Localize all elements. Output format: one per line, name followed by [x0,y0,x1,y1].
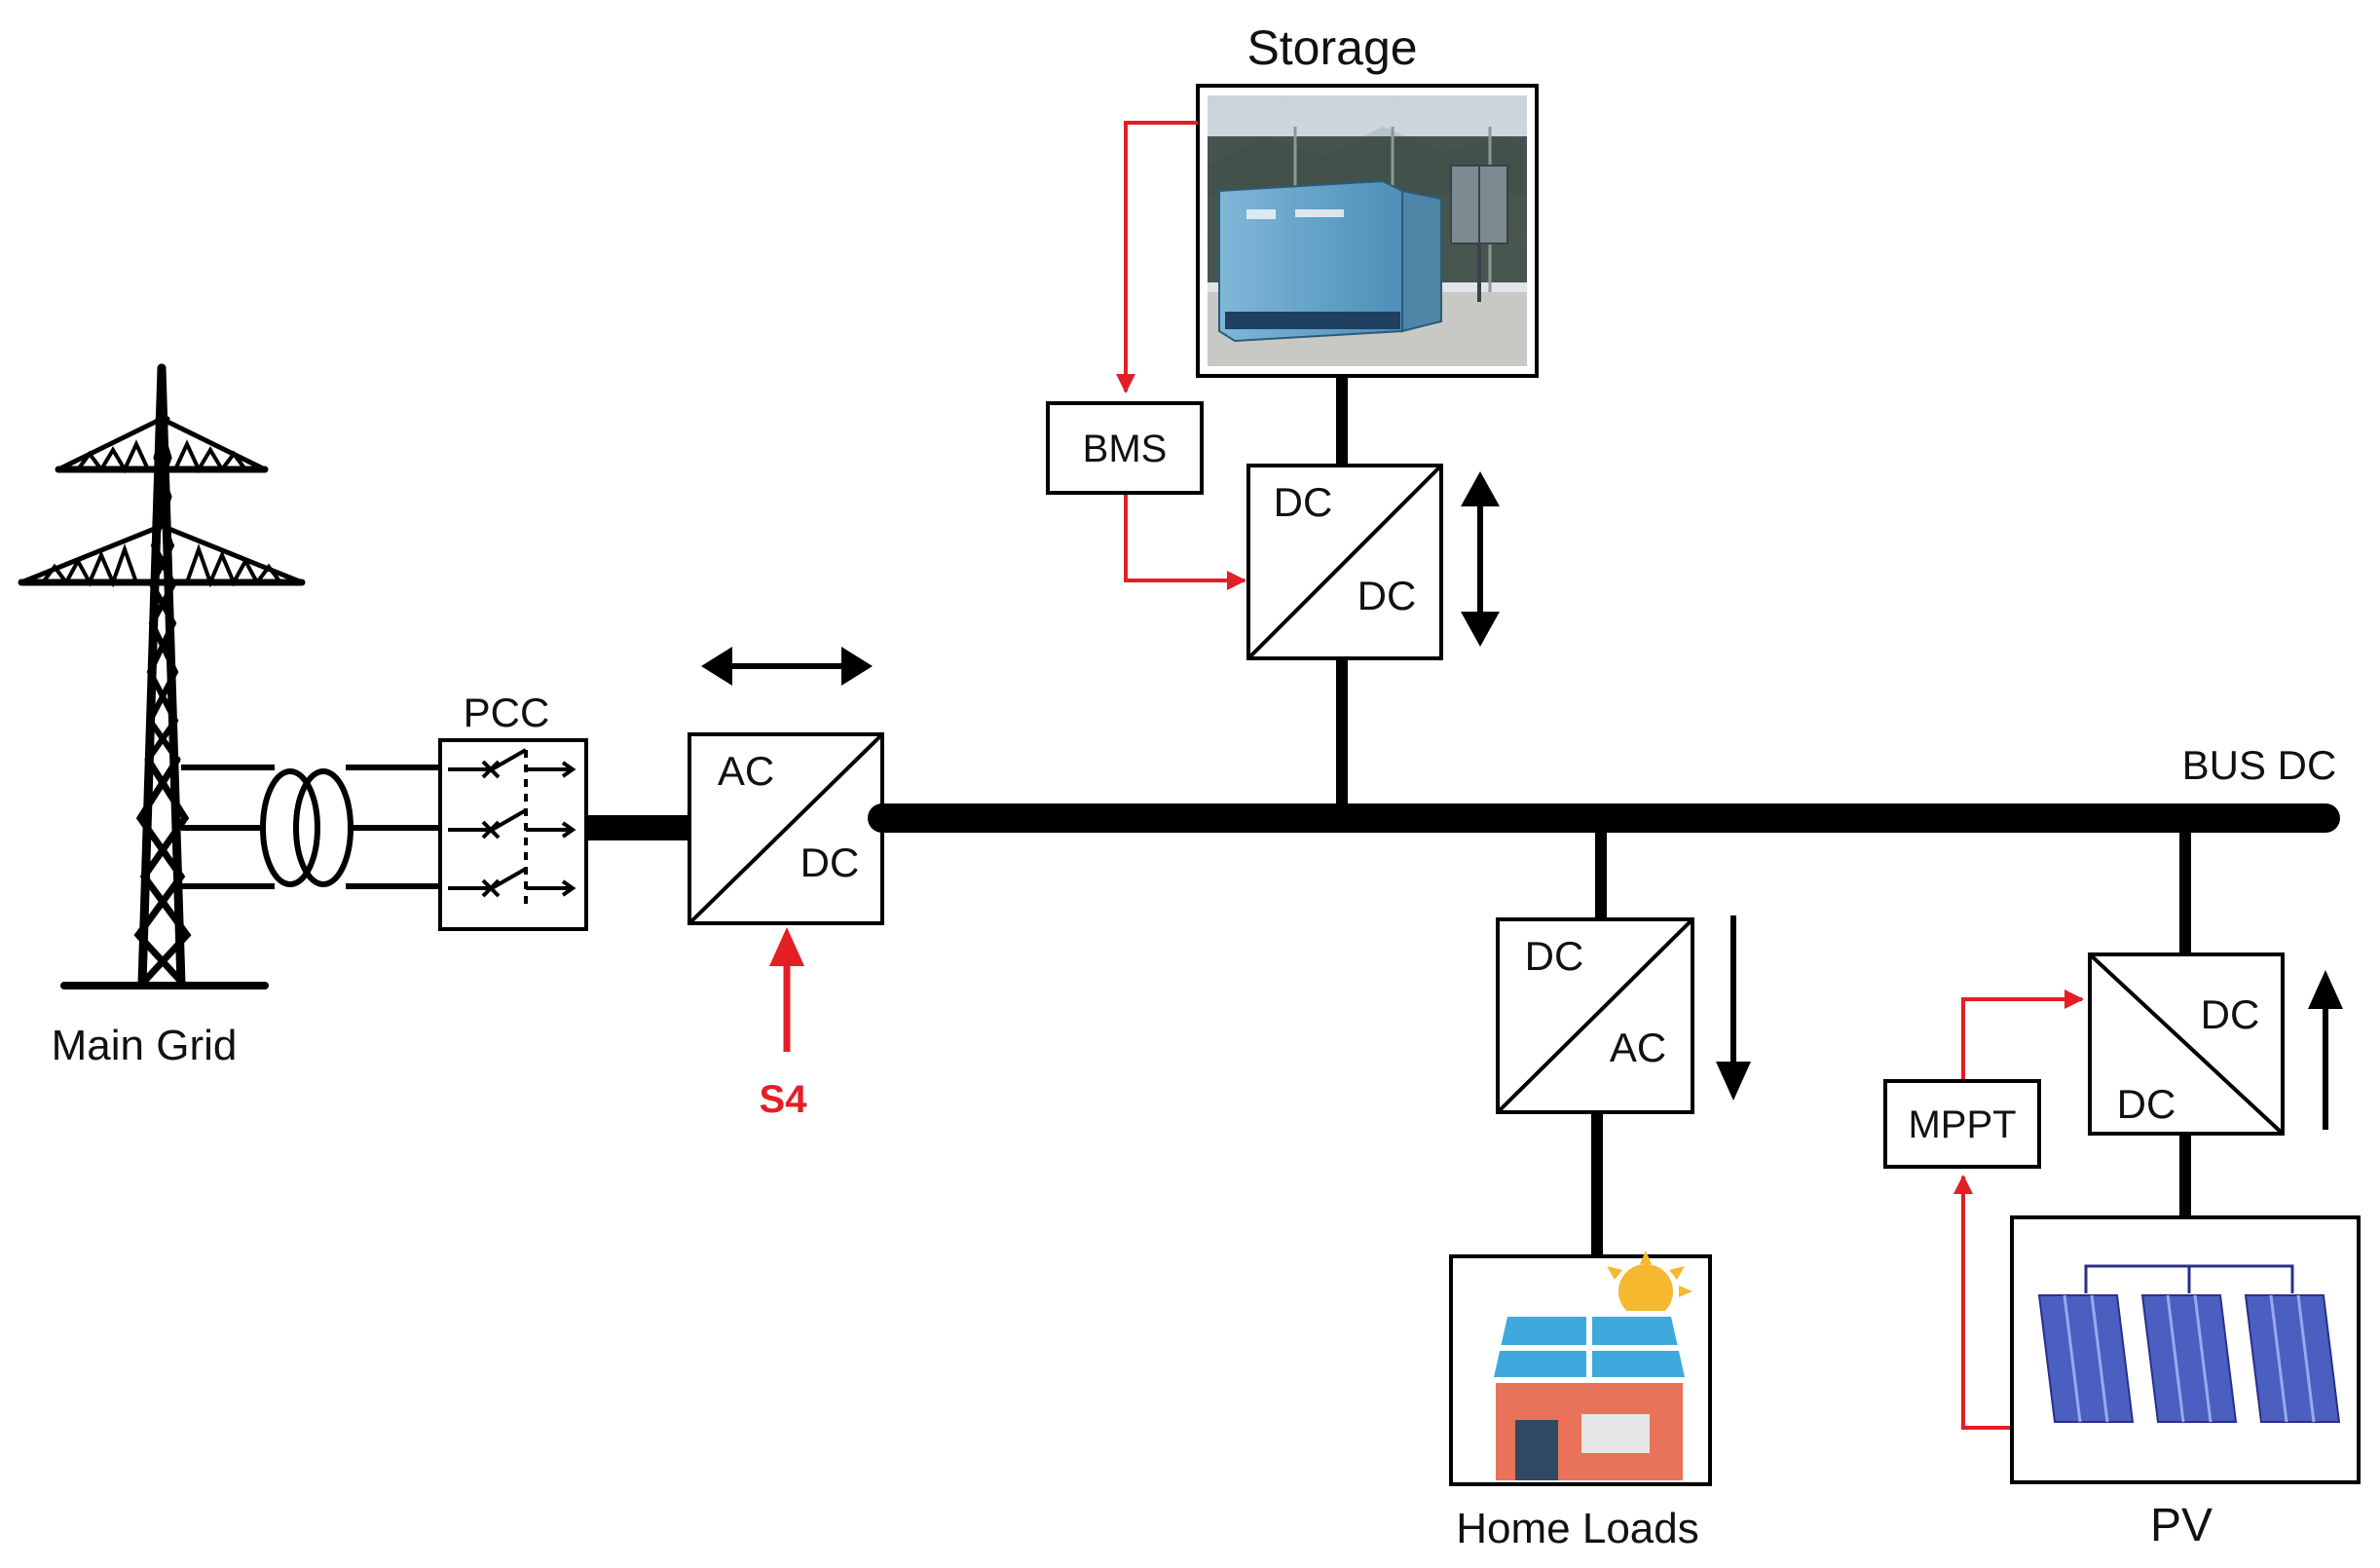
s4-label: S4 [760,1078,808,1121]
pv-label: PV [2150,1500,2213,1551]
storage-bidirectional-arrow [1461,471,1500,647]
main-grid-label: Main Grid [52,1022,238,1069]
house-solar-icon [1449,1251,1712,1486]
grid-converter-bottom: DC [800,840,860,885]
grid-feeder-lines [181,765,443,889]
transformer-icon [260,768,353,887]
pcc-box [438,738,588,931]
storage-converter-top: DC [1274,479,1333,525]
s4-control-arrow [769,927,804,1052]
bus-dc-label: BUS DC [2182,742,2337,788]
solar-array-icon [2010,1215,2361,1484]
home-converter-bottom: AC [1610,1025,1666,1070]
pv-dc-dc-converter: DC DC [2088,952,2285,1136]
mppt-box [1883,1079,2041,1169]
transmission-tower-icon [18,363,306,989]
grid-ac-dc-converter: AC DC [688,732,884,925]
bms-box [1046,401,1204,495]
mppt-control-lines [1953,989,2084,1430]
pv-converter-bottom: DC [2117,1081,2176,1127]
storage-converter-bottom: DC [1357,573,1417,618]
bidirectional-flow-arrow [701,647,873,686]
home-flow-down-arrow [1716,915,1751,1101]
sun-icon [1607,1251,1692,1319]
grid-converter-top: AC [718,748,774,794]
bms-control-lines [1116,121,1246,590]
breaker-switch-icon [448,748,576,906]
home-loads-label: Home Loads [1456,1505,1698,1552]
pcc-label: PCC [464,690,550,735]
storage-label: Storage [1246,20,1417,75]
home-converter-top: DC [1525,933,1584,979]
storage-dc-dc-converter: DC DC [1246,464,1443,660]
home-dc-ac-converter: DC AC [1496,917,1694,1114]
battery-container-photo [1196,84,1539,378]
mppt-label: MPPT [1908,1103,2016,1146]
bms-label: BMS [1083,428,1168,470]
pv-flow-up-arrow [2308,970,2343,1130]
pv-converter-top: DC [2201,991,2260,1037]
